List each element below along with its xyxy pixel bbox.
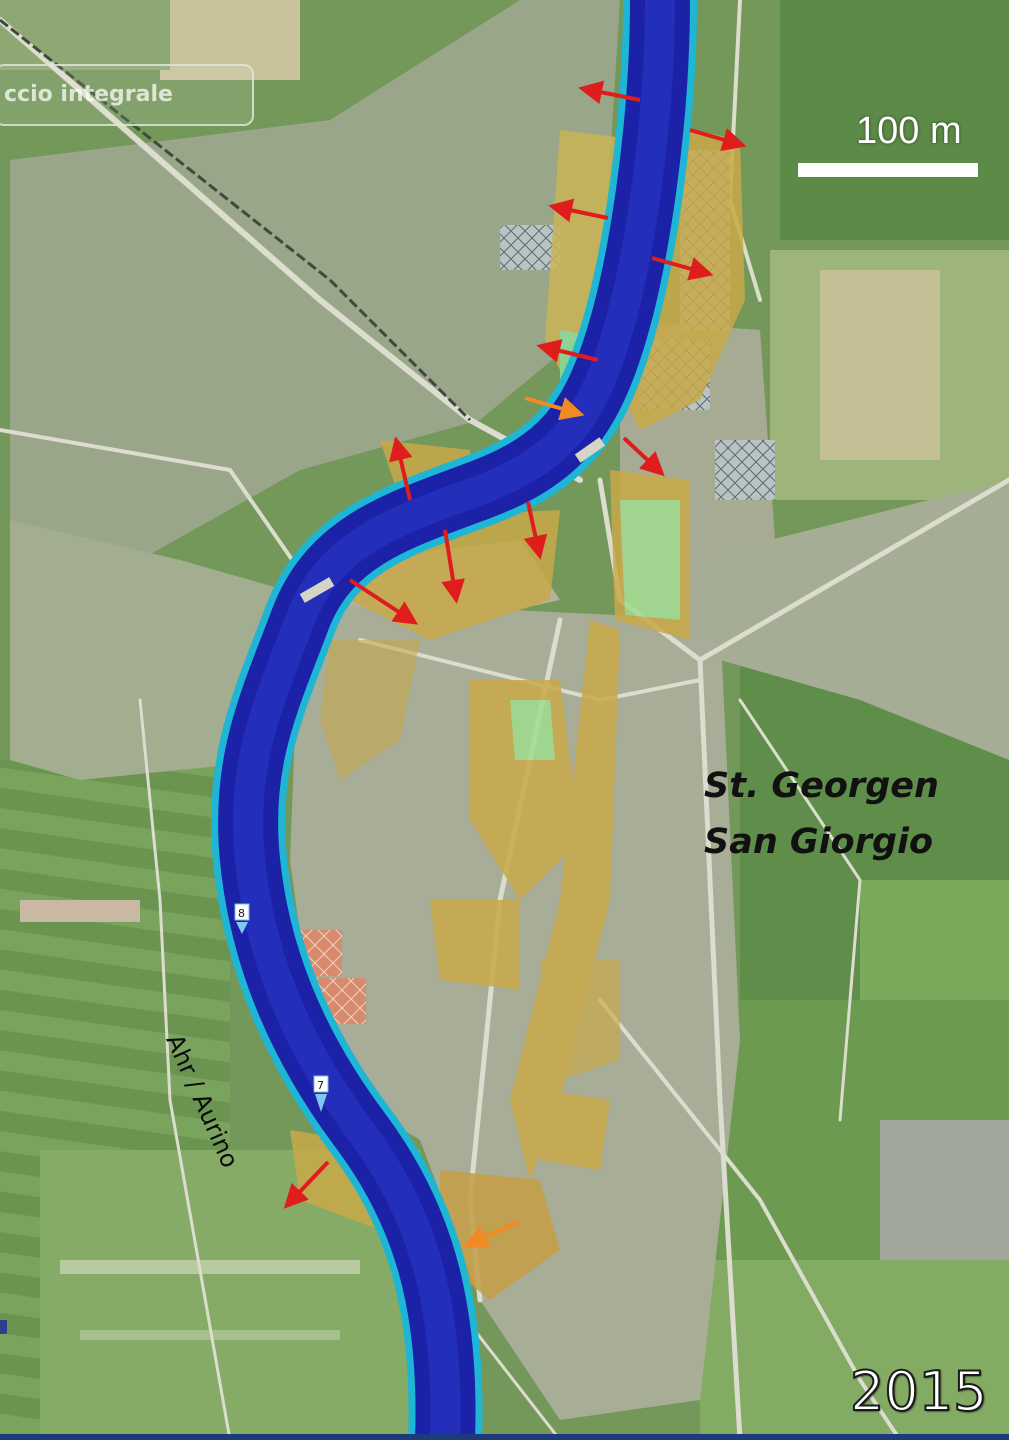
- scale-label: 100 m: [856, 110, 962, 152]
- river-channel: [211, 0, 697, 1440]
- flow-arrows: [283, 80, 747, 1248]
- gauge-marker-icon: [313, 1075, 329, 1093]
- search-box-text: ccio integrale: [4, 82, 173, 107]
- gauge-marker-label: 8: [238, 907, 245, 920]
- railway-line: [0, 18, 472, 422]
- edge-strip: [0, 1320, 7, 1334]
- bottom-border: [0, 1434, 1009, 1440]
- orange-flow-arrow-icon: [524, 396, 585, 421]
- red-flow-arrow-icon: [548, 198, 609, 223]
- orange-flow-arrow-icon: [463, 1220, 519, 1248]
- gauge-marker-8: 8: [234, 903, 250, 934]
- bridge: [574, 437, 606, 463]
- red-flow-arrow-icon: [441, 529, 465, 604]
- gauge-marker-label: 7: [317, 1079, 324, 1092]
- town-name-italian: San Giorgio: [704, 822, 934, 862]
- search-box[interactable]: ccio integrale: [0, 64, 254, 126]
- red-flow-arrow-icon: [389, 436, 413, 501]
- greenhouse-block: [715, 440, 775, 500]
- town-name-german: St. Georgen: [704, 766, 939, 806]
- red-flow-arrow-icon: [348, 578, 419, 625]
- red-flow-arrow-icon: [283, 1160, 330, 1209]
- scale-bar: [798, 163, 978, 177]
- red-flow-arrow-icon: [651, 256, 714, 281]
- red-flow-arrow-icon: [689, 128, 747, 152]
- year-label: 2015: [849, 1359, 988, 1424]
- greenhouse-block: [500, 225, 560, 270]
- red-flow-arrow-icon: [523, 501, 548, 560]
- red-flow-arrow-icon: [622, 436, 665, 477]
- bridge: [299, 577, 335, 603]
- gauge-marker-icon: [234, 903, 250, 921]
- red-flow-arrow-icon: [578, 80, 641, 105]
- gauge-marker-7: 7: [313, 1075, 329, 1112]
- red-flow-arrow-icon: [536, 339, 599, 363]
